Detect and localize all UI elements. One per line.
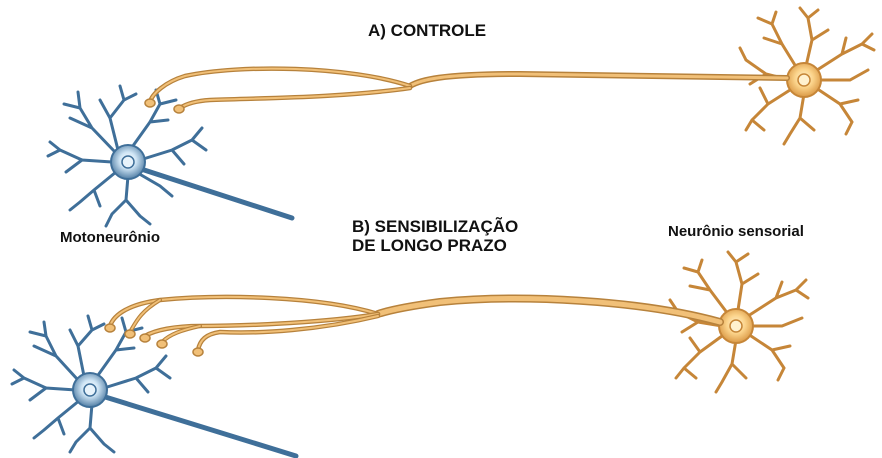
terminal-a-2: [173, 104, 185, 114]
panel-a-title: A) CONTROLE: [368, 21, 487, 40]
motor-neuron-label: Motoneurônio: [60, 229, 160, 246]
motor-neuron-a: [46, 84, 295, 228]
panel-a-control: [46, 6, 876, 228]
motor-neuron-b: [10, 314, 299, 458]
terminal-b-5: [192, 347, 204, 357]
synaptic-terminals-b: [104, 323, 204, 357]
sensory-neuron-b-dendrites: [668, 250, 810, 394]
terminal-a-1: [144, 98, 156, 108]
terminal-b-3: [139, 333, 151, 343]
motor-neuron-a-nucleus: [121, 155, 135, 169]
sensory-neuron-b-nucleus: [729, 319, 743, 333]
motor-neuron-b-nucleus: [83, 383, 97, 397]
sensory-axon-b: [107, 294, 724, 353]
terminal-b-4: [156, 339, 168, 349]
panel-b-title-line2: DE LONGO PRAZO: [352, 235, 507, 255]
terminal-b-2: [124, 329, 136, 339]
terminal-b-1: [104, 323, 116, 333]
motor-neuron-b-dendrites: [10, 314, 172, 454]
panel-b-sensitization: [10, 250, 810, 458]
motor-neuron-a-dendrites: [46, 84, 208, 228]
motor-neuron-b-axon: [99, 393, 299, 458]
sensory-neuron-a-nucleus: [797, 73, 811, 87]
sensory-axon-a: [147, 66, 790, 111]
panel-b-title-line1: B) SENSIBILIZAÇÃO: [352, 217, 519, 236]
sensory-neuron-b: [668, 250, 810, 394]
motor-neuron-a-axon: [135, 165, 295, 221]
synaptic-terminals-a: [144, 98, 185, 114]
panel-b-title: B) SENSIBILIZAÇÃO DE LONGO PRAZO: [352, 217, 519, 255]
sensory-neuron-label: Neurônio sensorial: [668, 223, 804, 240]
